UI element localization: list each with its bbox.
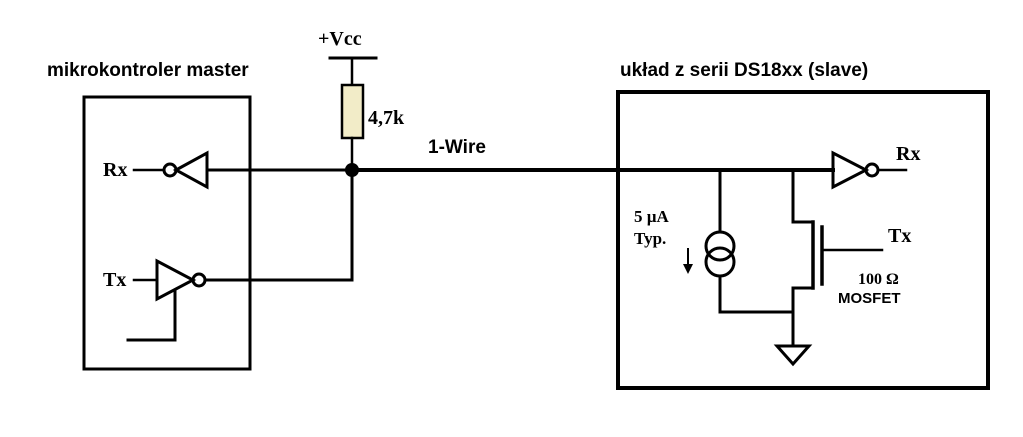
slave-tx-label: Tx (888, 225, 911, 247)
slave-rx-buffer (831, 150, 870, 190)
mosfet-label: MOSFET (838, 290, 901, 307)
current-source-lower-circle (704, 246, 736, 278)
master-tx-bus-wire (203, 168, 354, 282)
mosfet-drain-wire (791, 168, 815, 224)
current-direction-arrow-icon (683, 264, 693, 274)
slave-title: układ z serii DS18xx (slave) (620, 60, 868, 81)
ground-icon (773, 344, 813, 367)
master-tx-label: Tx (103, 269, 126, 291)
master-rx-label: Rx (103, 159, 127, 181)
current-source-upper-circle (704, 230, 736, 262)
master-box (82, 95, 252, 371)
slave-rx-label: Rx (896, 143, 920, 165)
master-tx-enable-wire (126, 289, 177, 342)
current-source-note: Typ. (634, 229, 666, 248)
pullup-resistor (340, 83, 365, 140)
master-rx-buffer (172, 150, 209, 190)
bus-label: 1-Wire (428, 137, 486, 158)
mosfet-resistance-label: 100 Ω (858, 271, 899, 288)
current-source-bottom-wire (718, 274, 795, 314)
vcc-label: +Vcc (318, 28, 362, 50)
mosfet-source-wire (791, 286, 815, 348)
master-title: mikrokontroler master (47, 60, 249, 81)
resistor-value-label: 4,7k (368, 107, 405, 129)
slave-box (616, 90, 990, 390)
current-source-value: 5 µA (634, 207, 670, 226)
